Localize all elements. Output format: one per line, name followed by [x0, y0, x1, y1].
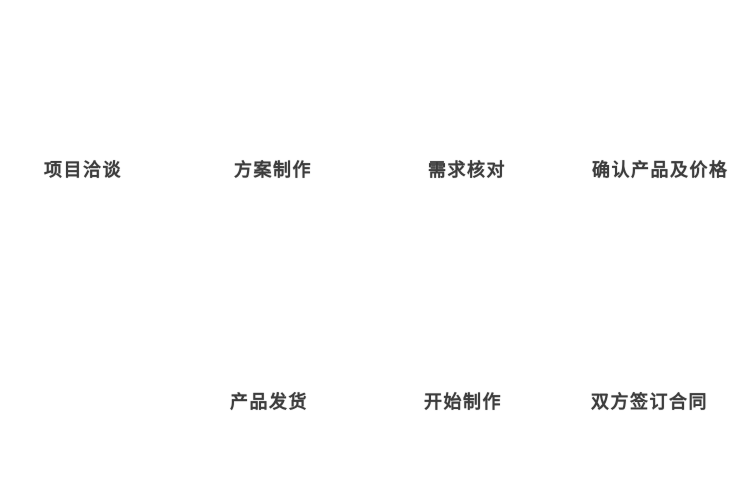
flow-step-label-start-production: 开始制作 [424, 392, 502, 412]
flow-step-label-plan-creation: 方案制作 [234, 160, 312, 180]
flow-step-label-confirm-product-price: 确认产品及价格 [592, 160, 729, 180]
flow-step-label-product-shipping: 产品发货 [230, 392, 308, 412]
flow-step-label-requirements-check: 需求核对 [428, 160, 506, 180]
flow-step-label-project-negotiation: 项目洽谈 [44, 160, 122, 180]
flow-step-label-sign-contract: 双方签订合同 [591, 392, 708, 412]
